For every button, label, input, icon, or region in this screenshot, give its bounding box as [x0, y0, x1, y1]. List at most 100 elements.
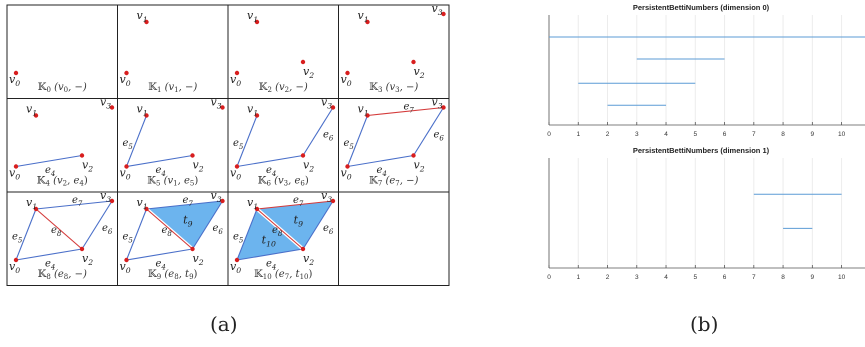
vertex-label: v3 [100, 189, 111, 204]
cell-caption: 𝕂0 (v0, −) [38, 82, 87, 94]
vertex-label: v1 [137, 196, 148, 211]
cell-caption: 𝕂5 (v1, e5) [147, 176, 198, 188]
edge-label: e5 [344, 138, 355, 151]
vertex-label: v0 [341, 167, 352, 182]
edge-label: e5 [233, 138, 244, 151]
vertex-label: v0 [230, 73, 241, 88]
vertex-dot [411, 153, 416, 158]
edge-line [15, 208, 37, 261]
vertex-label: v0 [9, 73, 20, 88]
vertex-dot [300, 246, 306, 252]
tick-label: 7 [752, 274, 756, 281]
vertex-dot [330, 105, 336, 110]
vertex-label: v0 [9, 167, 20, 182]
vertex-label: v1 [137, 103, 148, 118]
vertex-label: v2 [414, 159, 425, 174]
tick-label: 10 [838, 274, 846, 281]
vertex-label: v0 [120, 73, 131, 88]
tick-label: 3 [635, 274, 639, 281]
vertex-label: v2 [193, 159, 204, 174]
vertex-dot [254, 19, 260, 25]
edge-label: e6 [434, 130, 445, 143]
vertex-dot [300, 153, 306, 158]
vertex-label: v2 [82, 159, 93, 174]
tick-label: 0 [547, 274, 551, 281]
cell-caption: 𝕂10 (e7, t10) [254, 269, 312, 281]
vertex-dot [33, 206, 39, 212]
edge-line [346, 115, 369, 167]
vertex-label: v0 [120, 167, 131, 182]
tick-label: 1 [576, 131, 580, 138]
edge-line [146, 200, 223, 210]
edge-label: e6 [102, 223, 113, 236]
vertex-label: v0 [120, 260, 131, 275]
cell-caption: 𝕂7 (e7, −) [369, 176, 418, 188]
vertex-label: v0 [9, 260, 20, 275]
vertex-label: v1 [26, 196, 37, 211]
edge-label: e6 [323, 223, 334, 236]
cell-caption: 𝕂3 (v3, −) [369, 82, 418, 94]
edge-label: e4 [266, 165, 276, 178]
vertex-label: v1 [247, 103, 258, 118]
tick-label: 6 [723, 274, 727, 281]
edge-line [35, 208, 83, 250]
vertex-dot [254, 113, 260, 118]
edge-line [125, 208, 148, 261]
filtration-cell: v0 𝕂0 (v0, −) [9, 70, 87, 94]
edge-label: e8 [51, 225, 62, 238]
tick-label: 5 [693, 131, 697, 138]
vertex-dot [124, 257, 129, 263]
barcode-title: PersistentBettiNumbers (dimension 0) [633, 3, 770, 12]
edge-label: e8 [162, 225, 173, 238]
vertex-label: v2 [193, 252, 204, 267]
vertex-label: v2 [414, 65, 425, 80]
cell-caption: 𝕂6 (v3, e6) [258, 176, 309, 188]
vertex-dot [220, 105, 225, 110]
vertex-label: v1 [358, 103, 369, 118]
edge-line [367, 106, 444, 117]
edge-label: e5 [12, 232, 23, 245]
vertex-label: v2 [303, 159, 314, 174]
edge-line [236, 208, 258, 261]
vertex-label: v1 [26, 103, 37, 118]
edge-label: e6 [213, 223, 224, 236]
tick-label: 9 [811, 274, 815, 281]
cell-caption: 𝕂9 (e8, t9) [148, 269, 198, 281]
barcode-title: PersistentBettiNumbers (dimension 1) [633, 146, 770, 155]
tick-label: 8 [781, 131, 785, 138]
edge-label: e4 [45, 259, 55, 272]
vertex-dot [345, 164, 350, 169]
vertex-dot [144, 206, 149, 212]
edge-label: e4 [377, 165, 387, 178]
cell-caption: 𝕂1 (v1, −) [148, 82, 197, 94]
vertex-dot [109, 105, 115, 110]
triangle-face [146, 201, 223, 249]
vertex-label: v1 [247, 9, 258, 24]
vertex-dot [441, 105, 446, 110]
tick-label: 7 [752, 131, 756, 138]
vertex-dot [190, 246, 195, 252]
cell-caption: 𝕂4 (v2, e4) [37, 176, 88, 188]
triangle-face [237, 209, 303, 260]
edge-label: e8 [272, 225, 283, 238]
vertex-label: v3 [432, 2, 443, 17]
tick-label: 10 [838, 131, 846, 138]
vertex-dot [441, 11, 446, 17]
vertex-label: v1 [247, 196, 258, 211]
edge-label: e4 [266, 259, 276, 272]
vertex-dot [365, 113, 370, 118]
edge-label: e4 [156, 259, 166, 272]
vertex-dot [144, 19, 149, 25]
edge-line [35, 200, 113, 210]
edge-label: e7 [293, 195, 304, 208]
panel-label-a: (a) [210, 312, 238, 336]
vertex-dot [33, 113, 39, 118]
